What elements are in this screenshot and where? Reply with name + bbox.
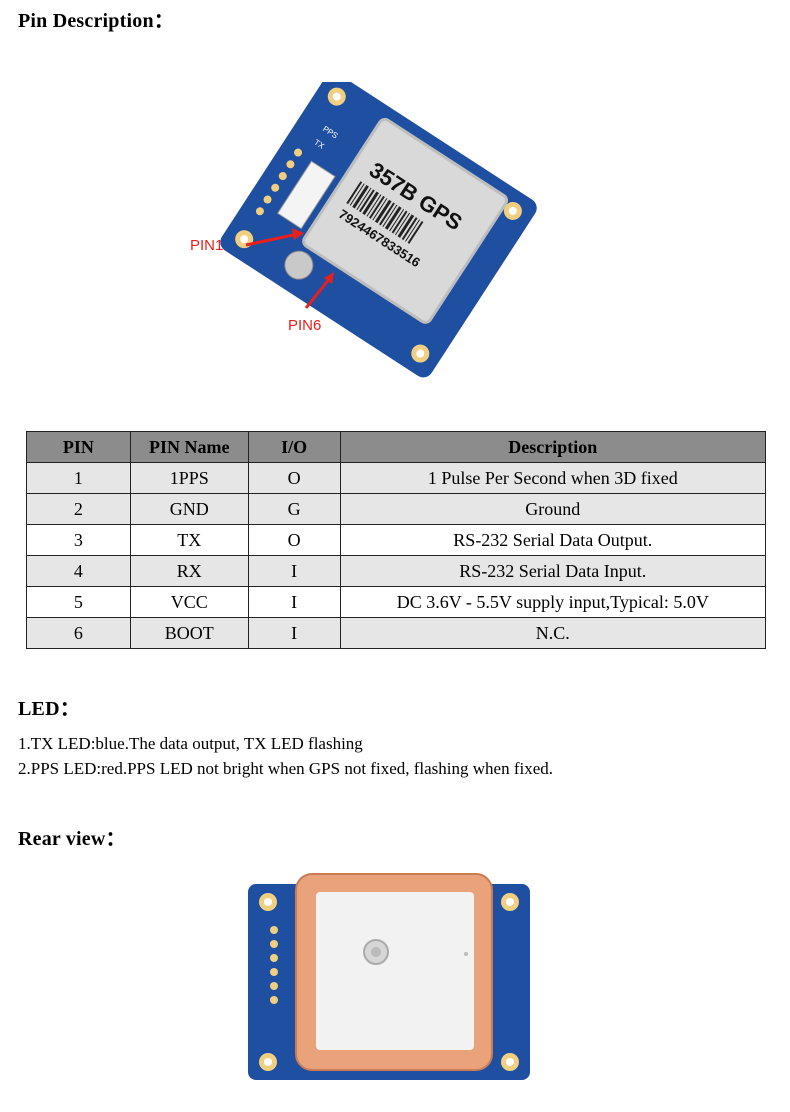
table-row: 4 RX I RS-232 Serial Data Input. bbox=[26, 555, 767, 587]
table-row: 1 1PPS O 1 Pulse Per Second when 3D fixe… bbox=[26, 462, 767, 494]
cell-description: Ground bbox=[339, 493, 767, 525]
gps-module-front-illustration: 357B GPS 7924467833516 PPS TX PIN1 PIN6 bbox=[190, 72, 537, 378]
cell-pin: 5 bbox=[26, 586, 131, 618]
pin6-arrow bbox=[304, 277, 332, 309]
cell-pin-name: TX bbox=[129, 524, 249, 556]
cell-pin: 4 bbox=[26, 555, 131, 587]
gps-module-front-image: 357B GPS 7924467833516 PPS TX PIN1 PIN6 bbox=[180, 72, 600, 382]
backup-battery bbox=[284, 250, 314, 280]
cell-io: I bbox=[247, 617, 341, 649]
cell-pin-name: VCC bbox=[129, 586, 249, 618]
header-pads bbox=[270, 926, 278, 1004]
cell-pin: 6 bbox=[26, 617, 131, 649]
cell-description: RS-232 Serial Data Input. bbox=[339, 555, 767, 587]
cell-io: O bbox=[247, 524, 341, 556]
pin6-label: PIN6 bbox=[288, 317, 321, 334]
cell-pin: 1 bbox=[26, 462, 131, 494]
table-row: 2 GND G Ground bbox=[26, 493, 767, 525]
header-description: Description bbox=[339, 431, 767, 463]
table-row: 6 BOOT I N.C. bbox=[26, 617, 767, 649]
cell-io: G bbox=[247, 493, 341, 525]
pin-connector bbox=[277, 160, 336, 230]
cell-io: O bbox=[247, 462, 341, 494]
table-row: 3 TX O RS-232 Serial Data Output. bbox=[26, 524, 767, 556]
cell-io: I bbox=[247, 586, 341, 618]
cell-pin-name: RX bbox=[129, 555, 249, 587]
table-header-row: PIN PIN Name I/O Description bbox=[26, 431, 767, 463]
led-heading: LED： bbox=[18, 698, 80, 720]
cell-io: I bbox=[247, 555, 341, 587]
pin-table: PIN PIN Name I/O Description 1 1PPS O 1 … bbox=[26, 431, 767, 649]
cell-pin-name: BOOT bbox=[129, 617, 249, 649]
header-pin: PIN bbox=[26, 431, 131, 463]
cell-description: N.C. bbox=[339, 617, 767, 649]
cell-description: 1 Pulse Per Second when 3D fixed bbox=[339, 462, 767, 494]
cell-description: DC 3.6V - 5.5V supply input,Typical: 5.0… bbox=[339, 586, 767, 618]
cell-pin: 3 bbox=[26, 524, 131, 556]
antenna-face bbox=[316, 892, 474, 1050]
table-row: 5 VCC I DC 3.6V - 5.5V supply input,Typi… bbox=[26, 586, 767, 618]
pin1-label: PIN1 bbox=[190, 237, 223, 254]
pin1-arrow bbox=[245, 232, 299, 247]
cell-pin-name: 1PPS bbox=[129, 462, 249, 494]
gps-module-rear-image bbox=[240, 870, 540, 1100]
led-note-tx: 1.TX LED:blue.The data output, TX LED fl… bbox=[18, 734, 363, 753]
header-pin-name: PIN Name bbox=[129, 431, 249, 463]
pin-description-heading: Pin Description： bbox=[18, 10, 174, 32]
cell-description: RS-232 Serial Data Output. bbox=[339, 524, 767, 556]
rear-view-heading: Rear view： bbox=[18, 828, 126, 850]
header-io: I/O bbox=[247, 431, 341, 463]
gps-module-rear-illustration bbox=[248, 873, 530, 1080]
led-note-pps: 2.PPS LED:red.PPS LED not bright when GP… bbox=[18, 759, 554, 778]
cell-pin: 2 bbox=[26, 493, 131, 525]
cell-pin-name: GND bbox=[129, 493, 249, 525]
